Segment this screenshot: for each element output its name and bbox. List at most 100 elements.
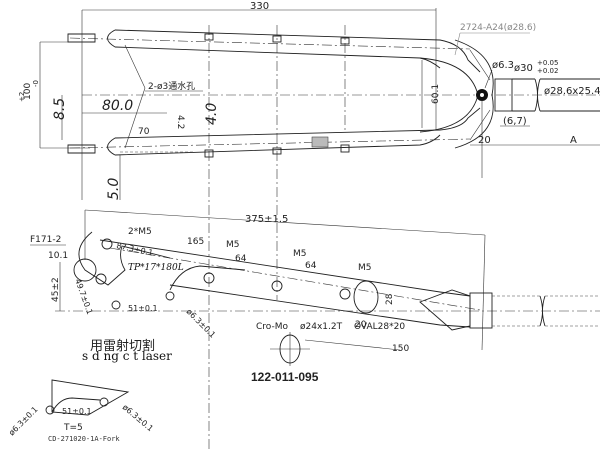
top-view: 330 60.1 <box>18 1 600 450</box>
dim-6-7: (6,7) <box>503 116 527 127</box>
braze-on-upper-3 <box>340 37 350 45</box>
m5-label-2: M5 <box>293 249 307 259</box>
dim-4-0: 4.0 <box>204 103 220 125</box>
dim-165: 165 <box>187 237 204 247</box>
dim-51: 51±0.1 <box>128 304 158 313</box>
dim-28: 28 <box>385 293 395 305</box>
braze-on-upper-2 <box>272 35 282 43</box>
crown-ref-label: 2724-A24(ø28.6) <box>460 23 536 33</box>
width-nominal: 100 <box>23 83 33 100</box>
tp-note: TP*17*180L <box>128 263 184 273</box>
leg-centerline <box>109 247 481 311</box>
dropout-brace <box>169 265 246 291</box>
dim-64-a: 64 <box>235 254 247 264</box>
dim-5-0: 5.0 <box>106 178 122 200</box>
dim-375: 375±1.5 <box>245 214 288 225</box>
dim-6-3-side: ø6.3±0.1 <box>185 307 218 340</box>
m5-label-1: M5 <box>226 240 240 250</box>
axle-circle <box>73 258 97 282</box>
dim-64-b: 64 <box>305 261 317 271</box>
width-tol-upper: +2 <box>18 92 26 102</box>
side-view: 375±1.5 28 20 F171-2 10.1 <box>30 209 600 384</box>
bore-tol-upper: +0.05 <box>537 59 558 67</box>
dim-80: 80.0 <box>102 98 133 114</box>
drain-hole-note: 2-ø3通水孔 <box>148 80 195 92</box>
upper-dropout-end <box>107 29 116 48</box>
dim-8-5: 8.5 <box>52 98 68 120</box>
thickness-label: T=5 <box>63 423 83 433</box>
detail-hole-left <box>45 405 55 415</box>
material-label: Cro-Mo <box>256 322 288 332</box>
crown-race-seat <box>494 78 513 112</box>
lower-dropout-tab <box>67 144 96 154</box>
brace-plate-outline <box>51 379 130 416</box>
bore-dia-label: ø30 <box>514 63 533 74</box>
oval-section <box>353 280 379 314</box>
upper-leg-top-edge <box>114 29 481 73</box>
part-number: 122-011-095 <box>251 370 319 384</box>
width-tol-lower: -0 <box>32 80 40 87</box>
dim-70: 70 <box>138 127 150 137</box>
m5-boss-2 <box>271 280 283 292</box>
steerer-break <box>534 78 541 112</box>
crown-lug <box>419 289 471 331</box>
dim-375-line <box>84 209 486 236</box>
detail-dim-51: 51±0.1 <box>62 407 92 416</box>
m5-boss-3 <box>339 288 351 300</box>
m5-boss-1 <box>203 272 215 284</box>
brace-hole-right <box>165 291 175 301</box>
crown-hole-center <box>480 93 484 97</box>
dropout-outline <box>78 231 171 286</box>
laser-note-cn: 用雷射切割 <box>90 338 155 354</box>
dim-4-2: 4.2 <box>175 115 185 129</box>
crown-race <box>469 292 493 329</box>
upper-leg-bottom-edge <box>114 46 441 69</box>
detail-view: 51±0.1 ø6.3±0.1 ø6.3±0.1 T=5 CD-271020-1… <box>7 379 155 443</box>
dim-20-crown: 20 <box>478 135 491 146</box>
dim-330: 330 <box>250 1 269 12</box>
brace-hole-left <box>111 300 121 310</box>
braze-on-lower-1 <box>204 149 214 158</box>
dim-45: 45±2 <box>51 277 61 302</box>
drain-hole-leader-upper <box>124 44 146 89</box>
oval-spec-label: OVAL28*20 <box>354 322 405 332</box>
dropout-ref: F171-2 <box>30 235 61 245</box>
mount-hole-lower <box>95 273 107 285</box>
dim-150: 150 <box>392 344 409 354</box>
bore-tol-lower: +0.02 <box>537 67 558 75</box>
drawing-id: CD-271020-1A-Fork <box>48 435 120 443</box>
steerer-break-side <box>539 295 546 327</box>
braze-on-upper-1 <box>204 33 214 41</box>
dim-150-line <box>304 339 401 351</box>
lower-dropout-end <box>107 137 116 156</box>
dim-60-1: 60.1 <box>431 84 441 104</box>
braze-on-lower-3 <box>340 144 350 153</box>
detail-hole-right <box>99 397 109 407</box>
lower-leg-bottom-edge <box>114 134 441 156</box>
hole-dia-leader <box>484 69 493 89</box>
steerer-dia-label: ø28.6x25.4 <box>544 86 600 97</box>
laser-note-en: s d ng c t laser <box>82 349 172 363</box>
m5-label-3: M5 <box>358 263 372 273</box>
crown-ref-leader <box>454 32 461 56</box>
mounts-label: 2*M5 <box>128 227 152 237</box>
braze-on-lower-2 <box>272 147 282 155</box>
lower-leg-centerline <box>69 138 471 149</box>
crown-outer <box>454 39 494 149</box>
dim-A: A <box>570 135 577 146</box>
dim-49-7: 49.7±0.1 <box>73 278 94 316</box>
mount-hole-upper <box>101 238 113 250</box>
detail-dim-left: ø6.3±0.1 <box>7 405 40 438</box>
detail-dim-right: ø6.3±0.1 <box>121 403 155 434</box>
leg-bottom-edge <box>169 284 471 328</box>
cable-guide-icon <box>311 136 329 148</box>
hole-dia-label: ø6.3 <box>492 60 514 71</box>
dim-87-3: 87.3±0.1 <box>116 241 154 258</box>
dim-20-oval: 20 <box>355 320 367 330</box>
drain-hole-leader-lower <box>124 87 146 149</box>
leg-top-edge <box>99 239 471 297</box>
upper-leg-centerline <box>69 37 471 50</box>
upper-dropout-tab <box>67 33 96 43</box>
dim-375-ext-right <box>481 234 486 351</box>
